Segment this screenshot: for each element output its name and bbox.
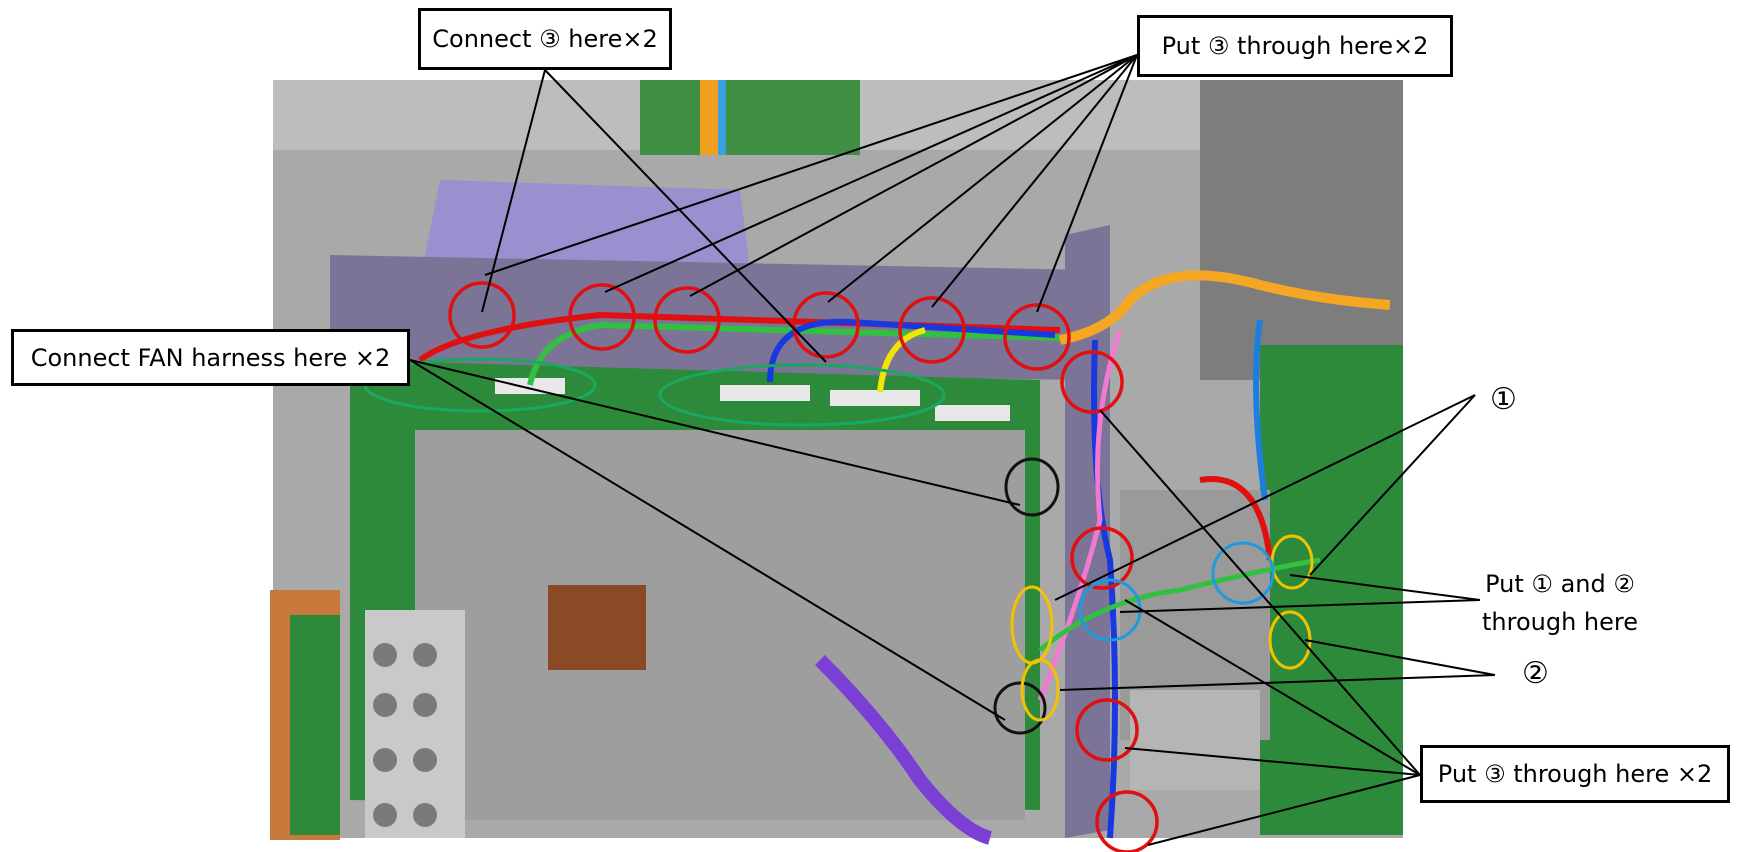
leader-put-bottom-1 bbox=[1099, 409, 1421, 776]
blue-down-harness bbox=[1091, 339, 1118, 839]
bnc-5 bbox=[373, 748, 397, 772]
clamp-highlight-3 bbox=[653, 286, 721, 354]
red-right-harness bbox=[1199, 476, 1273, 561]
clamp-highlight-10 bbox=[1095, 790, 1159, 852]
put-both-line-1: Put ① and ② bbox=[1485, 570, 1635, 598]
leader-both-1 bbox=[1119, 599, 1481, 613]
connector-4 bbox=[935, 405, 1010, 421]
put-both-line-2: through here bbox=[1482, 608, 1639, 637]
callout-put-through-top: Put ③ through here×2 bbox=[1137, 15, 1453, 77]
leader-put-top-2 bbox=[604, 54, 1138, 293]
leader-put-top-4 bbox=[827, 54, 1138, 303]
top-orange-cable bbox=[700, 80, 718, 155]
leader-put-bottom-3 bbox=[1124, 747, 1421, 776]
clamp-highlight-9 bbox=[1075, 698, 1139, 762]
leader-two-2 bbox=[1304, 639, 1496, 676]
bnc-7 bbox=[373, 803, 397, 827]
marker-one: ① bbox=[1490, 382, 1517, 417]
clamp-highlight-4 bbox=[792, 291, 860, 359]
fan-connector-1 bbox=[495, 378, 565, 394]
leader-fan-1 bbox=[409, 359, 1021, 506]
bnc-6 bbox=[413, 748, 437, 772]
callout-put-through-bottom: Put ③ through here ×2 bbox=[1420, 745, 1730, 803]
leader-put-top-5 bbox=[931, 54, 1138, 308]
clamp-highlight-7 bbox=[1060, 350, 1124, 414]
blue-vertical-harness bbox=[1253, 319, 1268, 501]
red-harness bbox=[418, 311, 1061, 363]
right-upper-block bbox=[1200, 80, 1403, 380]
left-green-board bbox=[290, 615, 340, 835]
callout-connect-here: Connect ③ here×2 bbox=[418, 8, 672, 70]
purple-harness bbox=[815, 655, 993, 845]
bnc-2 bbox=[413, 643, 437, 667]
top-blue-cable bbox=[718, 80, 726, 155]
green-harness bbox=[527, 321, 1061, 386]
clamp-highlight-2 bbox=[568, 283, 636, 351]
marker-two: ② bbox=[1522, 656, 1549, 691]
bnc-8 bbox=[413, 803, 437, 827]
bnc-3 bbox=[373, 693, 397, 717]
bnc-1 bbox=[373, 643, 397, 667]
fan-connector-3 bbox=[830, 390, 920, 406]
bnc-4 bbox=[413, 693, 437, 717]
leader-lines bbox=[409, 54, 1496, 846]
leader-two-1 bbox=[1059, 674, 1496, 691]
put-one-and-two-label: Put ① and ② through here bbox=[1482, 565, 1638, 642]
leader-one-1 bbox=[1054, 394, 1476, 601]
copper-pad bbox=[548, 585, 646, 670]
pcb-shield-plate bbox=[415, 430, 1025, 820]
orange-harness bbox=[1058, 270, 1391, 345]
lavender-bracket bbox=[420, 180, 750, 280]
blue-highlight-2 bbox=[1211, 541, 1275, 605]
right-pcb bbox=[1260, 345, 1403, 835]
right-box bbox=[1130, 690, 1260, 790]
black-highlight-1 bbox=[1004, 457, 1060, 517]
callout-connect-fan: Connect FAN harness here ×2 bbox=[11, 329, 410, 386]
leader-put-bottom-2 bbox=[1124, 599, 1421, 776]
leader-put-bottom-4 bbox=[1147, 774, 1421, 846]
leader-fan-2 bbox=[409, 359, 1006, 721]
green-right-harness bbox=[1038, 557, 1321, 652]
fan-connector-highlight-2 bbox=[658, 363, 946, 427]
yellow-harness bbox=[877, 327, 926, 393]
black-highlight-2 bbox=[993, 681, 1047, 735]
leader-put-top-1 bbox=[484, 54, 1138, 276]
leader-one-2 bbox=[1309, 394, 1476, 576]
fan-connector-2 bbox=[720, 385, 810, 401]
top-pcb bbox=[640, 80, 860, 155]
clamp-highlight-8 bbox=[1070, 526, 1134, 590]
leader-put-top-6 bbox=[1036, 54, 1138, 313]
leader-connect-2 bbox=[544, 69, 827, 363]
leader-both-2 bbox=[1289, 574, 1481, 601]
leader-put-top-3 bbox=[689, 54, 1138, 297]
pink-harness bbox=[1037, 329, 1123, 701]
clamp-highlight-6 bbox=[1003, 303, 1071, 371]
yellow-highlight-2 bbox=[1020, 658, 1060, 722]
clamp-highlight-1 bbox=[448, 281, 516, 349]
clamp-highlight-5 bbox=[898, 296, 966, 364]
